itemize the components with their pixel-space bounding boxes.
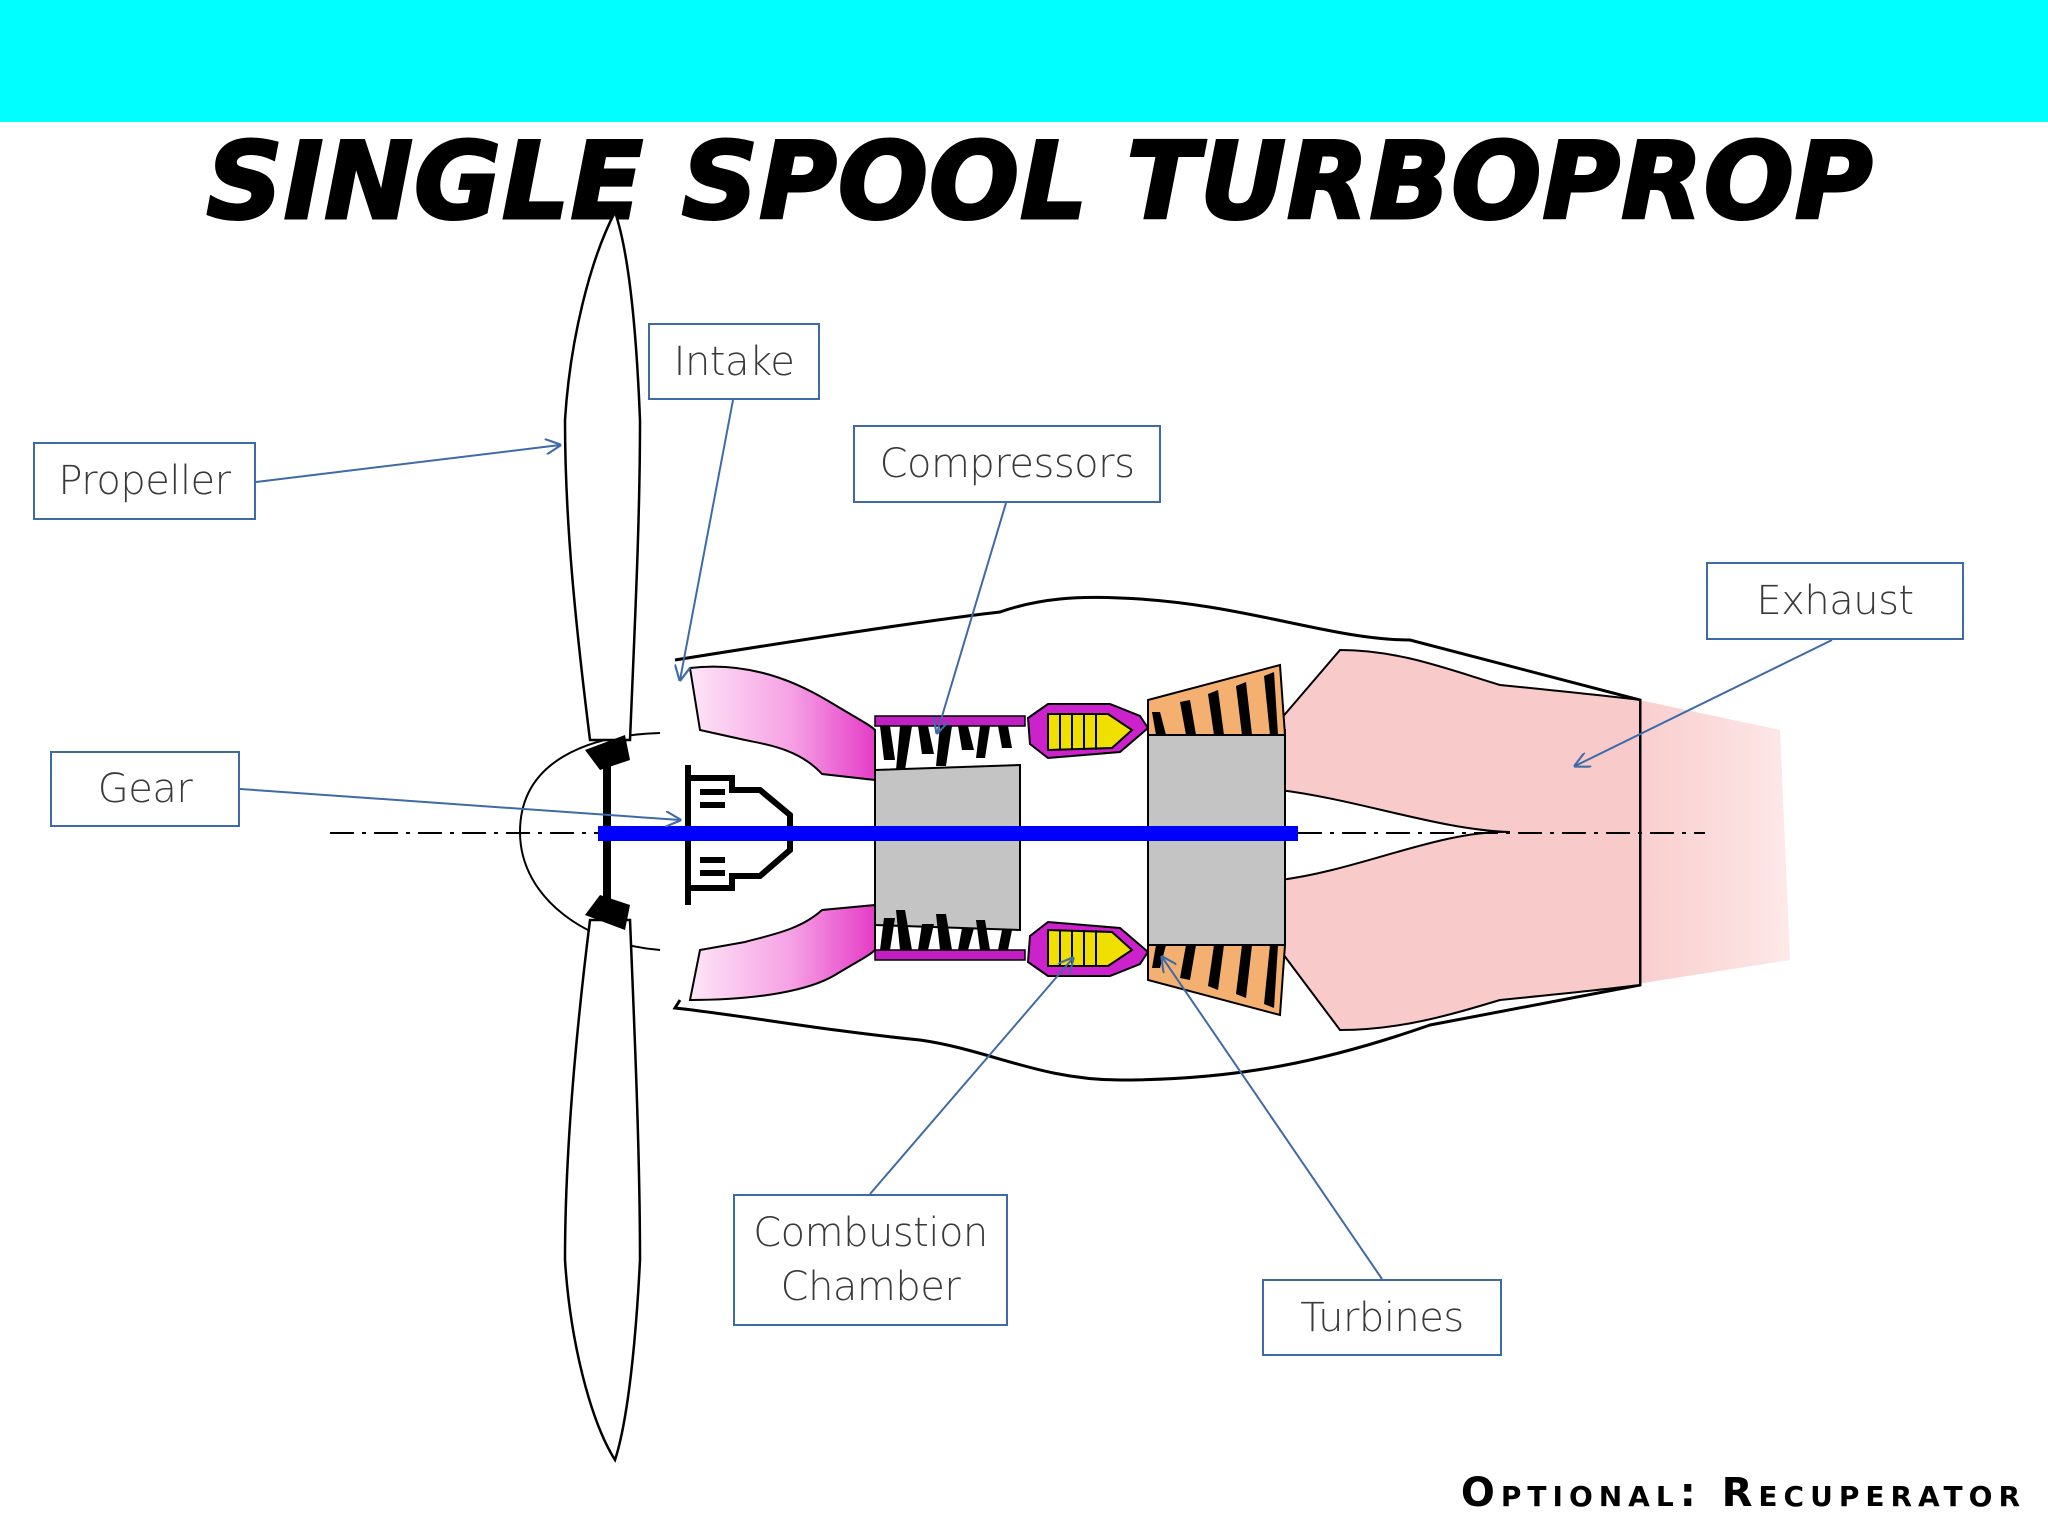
compressor-blades-lower [880, 910, 1012, 950]
callout-turbines: Turbines [1262, 1279, 1502, 1356]
leader-propeller [255, 445, 560, 483]
leader-combustion [869, 958, 1073, 1195]
callout-intake: Intake [648, 323, 820, 400]
slide-title: SINGLE SPOOL TURBOPROP [205, 119, 1874, 245]
top-banner [0, 0, 2048, 122]
spinner [518, 732, 661, 951]
callout-combustion-line2: Chamber [780, 1264, 961, 1310]
callout-compressors: Compressors [853, 425, 1161, 503]
callout-combustion-line1: Combustion [753, 1210, 988, 1256]
callout-gear: Gear [50, 751, 240, 827]
drive-shaft [598, 826, 1298, 841]
leader-gear [239, 788, 680, 820]
callout-exhaust: Exhaust [1706, 562, 1964, 640]
footer-note: Optional: Recuperator [1460, 1470, 2026, 1516]
propeller-blade-lower [563, 918, 642, 1463]
intake-duct-upper [688, 665, 876, 782]
propeller-blade-upper [563, 208, 642, 742]
leader-turbines [1162, 957, 1383, 1280]
combustion-chamber-lower [1026, 920, 1150, 977]
compressor-core [874, 763, 1021, 932]
leader-intake [680, 399, 734, 680]
leader-compressors [937, 502, 1007, 733]
exhaust-duct [1279, 648, 1641, 1032]
compressor-casing-upper [874, 715, 1026, 727]
turbine-blades-upper [1147, 663, 1287, 736]
propeller-hub-upper [585, 735, 630, 770]
intake-duct-lower [688, 903, 876, 1002]
turbine-blades-lower [1147, 944, 1287, 1017]
compressor-casing-lower [874, 949, 1026, 961]
callout-propeller: Propeller [33, 442, 256, 520]
compressor-blades-upper [880, 726, 1012, 770]
callout-combustion-chamber: Combustion Chamber [733, 1194, 1008, 1326]
combustion-chamber-upper [1026, 703, 1150, 760]
exhaust-plume [1630, 698, 1790, 985]
leader-exhaust [1575, 639, 1833, 766]
